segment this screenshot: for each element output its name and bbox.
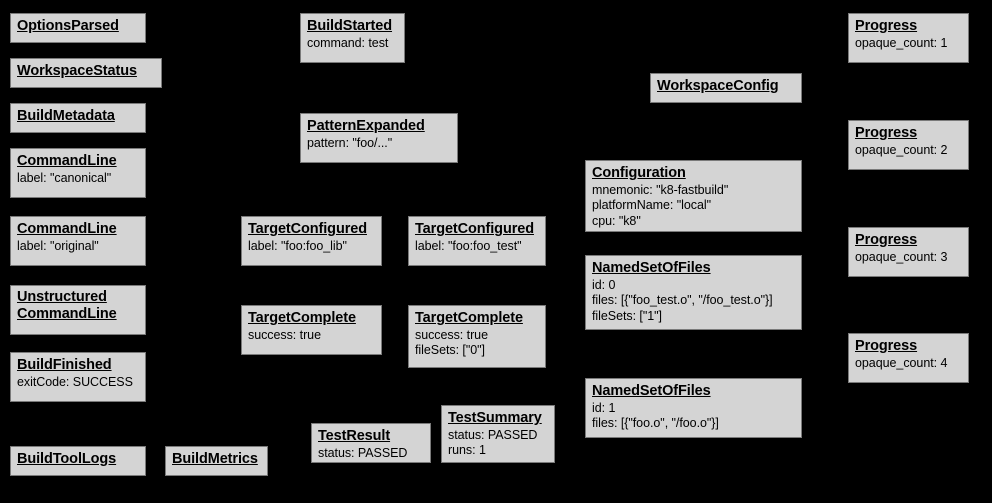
node-fields: opaque_count: 2 xyxy=(855,143,962,158)
node-progress-2[interactable]: Progress opaque_count: 2 xyxy=(848,120,969,170)
node-field-line: opaque_count: 2 xyxy=(855,143,948,158)
node-field-line: cpu: "k8" xyxy=(592,213,641,228)
node-target-configured-test[interactable]: TargetConfigured label: "foo:foo_test" xyxy=(408,216,546,266)
node-unstructured-command-line[interactable]: Unstructured CommandLine xyxy=(10,285,146,335)
node-fields: mnemonic: "k8-fastbuild"platformName: "l… xyxy=(592,183,795,229)
node-field-line: platformName: "local" xyxy=(592,198,711,213)
node-fields: label: "foo:foo_test" xyxy=(415,239,539,254)
node-field-line: label: "canonical" xyxy=(17,171,112,186)
node-target-configured-lib[interactable]: TargetConfigured label: "foo:foo_lib" xyxy=(241,216,382,266)
node-command-line-original[interactable]: CommandLine label: "original" xyxy=(10,216,146,266)
node-fields: command: test xyxy=(307,36,398,51)
node-title: CommandLine xyxy=(17,153,117,169)
node-fields: opaque_count: 3 xyxy=(855,250,962,265)
node-title: Progress xyxy=(855,18,918,34)
node-field-line: success: true xyxy=(415,328,488,343)
node-field-line: mnemonic: "k8-fastbuild" xyxy=(592,183,729,198)
node-fields: opaque_count: 1 xyxy=(855,36,962,51)
node-build-tool-logs[interactable]: BuildToolLogs xyxy=(10,446,146,476)
node-progress-4[interactable]: Progress opaque_count: 4 xyxy=(848,333,969,383)
node-title: NamedSetOfFiles xyxy=(592,260,711,276)
node-title: BuildFinished xyxy=(17,357,112,373)
node-target-complete-lib[interactable]: TargetComplete success: true xyxy=(241,305,382,355)
node-field-line: label: "foo:foo_lib" xyxy=(248,239,347,254)
node-field-line: fileSets: ["1"] xyxy=(592,308,662,323)
node-title: Progress xyxy=(855,232,918,248)
node-title: Configuration xyxy=(592,165,686,181)
node-title: NamedSetOfFiles xyxy=(592,383,711,399)
node-field-line: opaque_count: 4 xyxy=(855,356,948,371)
node-field-line: label: "foo:foo_test" xyxy=(415,239,522,254)
node-field-line: id: 0 xyxy=(592,278,616,293)
node-title: TargetConfigured xyxy=(415,221,534,237)
node-title: BuildMetadata xyxy=(17,108,115,124)
node-test-result[interactable]: TestResult status: PASSED xyxy=(311,423,431,463)
node-fields: label: "canonical" xyxy=(17,171,139,186)
node-field-line: pattern: "foo/..." xyxy=(307,136,393,151)
node-title: WorkspaceStatus xyxy=(17,63,137,79)
node-title: BuildStarted xyxy=(307,18,393,34)
node-title: TargetComplete xyxy=(415,310,523,326)
node-title: Unstructured CommandLine xyxy=(17,289,117,323)
node-command-line-canonical[interactable]: CommandLine label: "canonical" xyxy=(10,148,146,198)
node-field-line: opaque_count: 3 xyxy=(855,250,948,265)
node-field-line: runs: 1 xyxy=(448,443,486,458)
node-title: TestSummary xyxy=(448,410,542,426)
node-field-line: label: "original" xyxy=(17,239,99,254)
node-title: BuildMetrics xyxy=(172,451,258,467)
node-title: WorkspaceConfig xyxy=(657,78,779,94)
node-field-line: id: 1 xyxy=(592,401,616,416)
node-title: TargetConfigured xyxy=(248,221,367,237)
node-build-started[interactable]: BuildStarted command: test xyxy=(300,13,405,63)
node-title: BuildToolLogs xyxy=(17,451,117,467)
node-workspace-status[interactable]: WorkspaceStatus xyxy=(10,58,162,88)
node-field-line: files: [{"foo_test.o", "/foo_test.o"}] xyxy=(592,293,773,308)
node-fields: label: "foo:foo_lib" xyxy=(248,239,375,254)
node-workspace-config[interactable]: WorkspaceConfig xyxy=(650,73,802,103)
node-title: PatternExpanded xyxy=(307,118,425,134)
node-title: Progress xyxy=(855,338,918,354)
node-progress-3[interactable]: Progress opaque_count: 3 xyxy=(848,227,969,277)
node-title: CommandLine xyxy=(17,221,117,237)
node-field-line: opaque_count: 1 xyxy=(855,36,948,51)
node-title: TargetComplete xyxy=(248,310,356,326)
node-field-line: status: PASSED xyxy=(448,428,538,443)
node-build-finished[interactable]: BuildFinished exitCode: SUCCESS xyxy=(10,352,146,402)
node-field-line: success: true xyxy=(248,328,321,343)
node-field-line: exitCode: SUCCESS xyxy=(17,375,133,390)
node-title: TestResult xyxy=(318,428,391,444)
node-fields: status: PASSED xyxy=(318,446,424,461)
node-title: Progress xyxy=(855,125,918,141)
node-options-parsed[interactable]: OptionsParsed xyxy=(10,13,146,43)
node-field-line: command: test xyxy=(307,36,389,51)
node-fields: label: "original" xyxy=(17,239,139,254)
node-field-line: status: PASSED xyxy=(318,446,408,461)
node-fields: pattern: "foo/..." xyxy=(307,136,451,151)
node-fields: success: true xyxy=(248,328,375,343)
node-field-line: files: [{"foo.o", "/foo.o"}] xyxy=(592,416,719,431)
node-pattern-expanded[interactable]: PatternExpanded pattern: "foo/..." xyxy=(300,113,458,163)
node-title: OptionsParsed xyxy=(17,18,119,34)
node-fields: exitCode: SUCCESS xyxy=(17,375,139,390)
node-configuration[interactable]: Configuration mnemonic: "k8-fastbuild"pla… xyxy=(585,160,802,232)
node-build-metadata[interactable]: BuildMetadata xyxy=(10,103,146,133)
node-field-line: fileSets: ["0"] xyxy=(415,343,485,358)
node-build-metrics[interactable]: BuildMetrics xyxy=(165,446,268,476)
node-fields: opaque_count: 4 xyxy=(855,356,962,371)
node-progress-1[interactable]: Progress opaque_count: 1 xyxy=(848,13,969,63)
